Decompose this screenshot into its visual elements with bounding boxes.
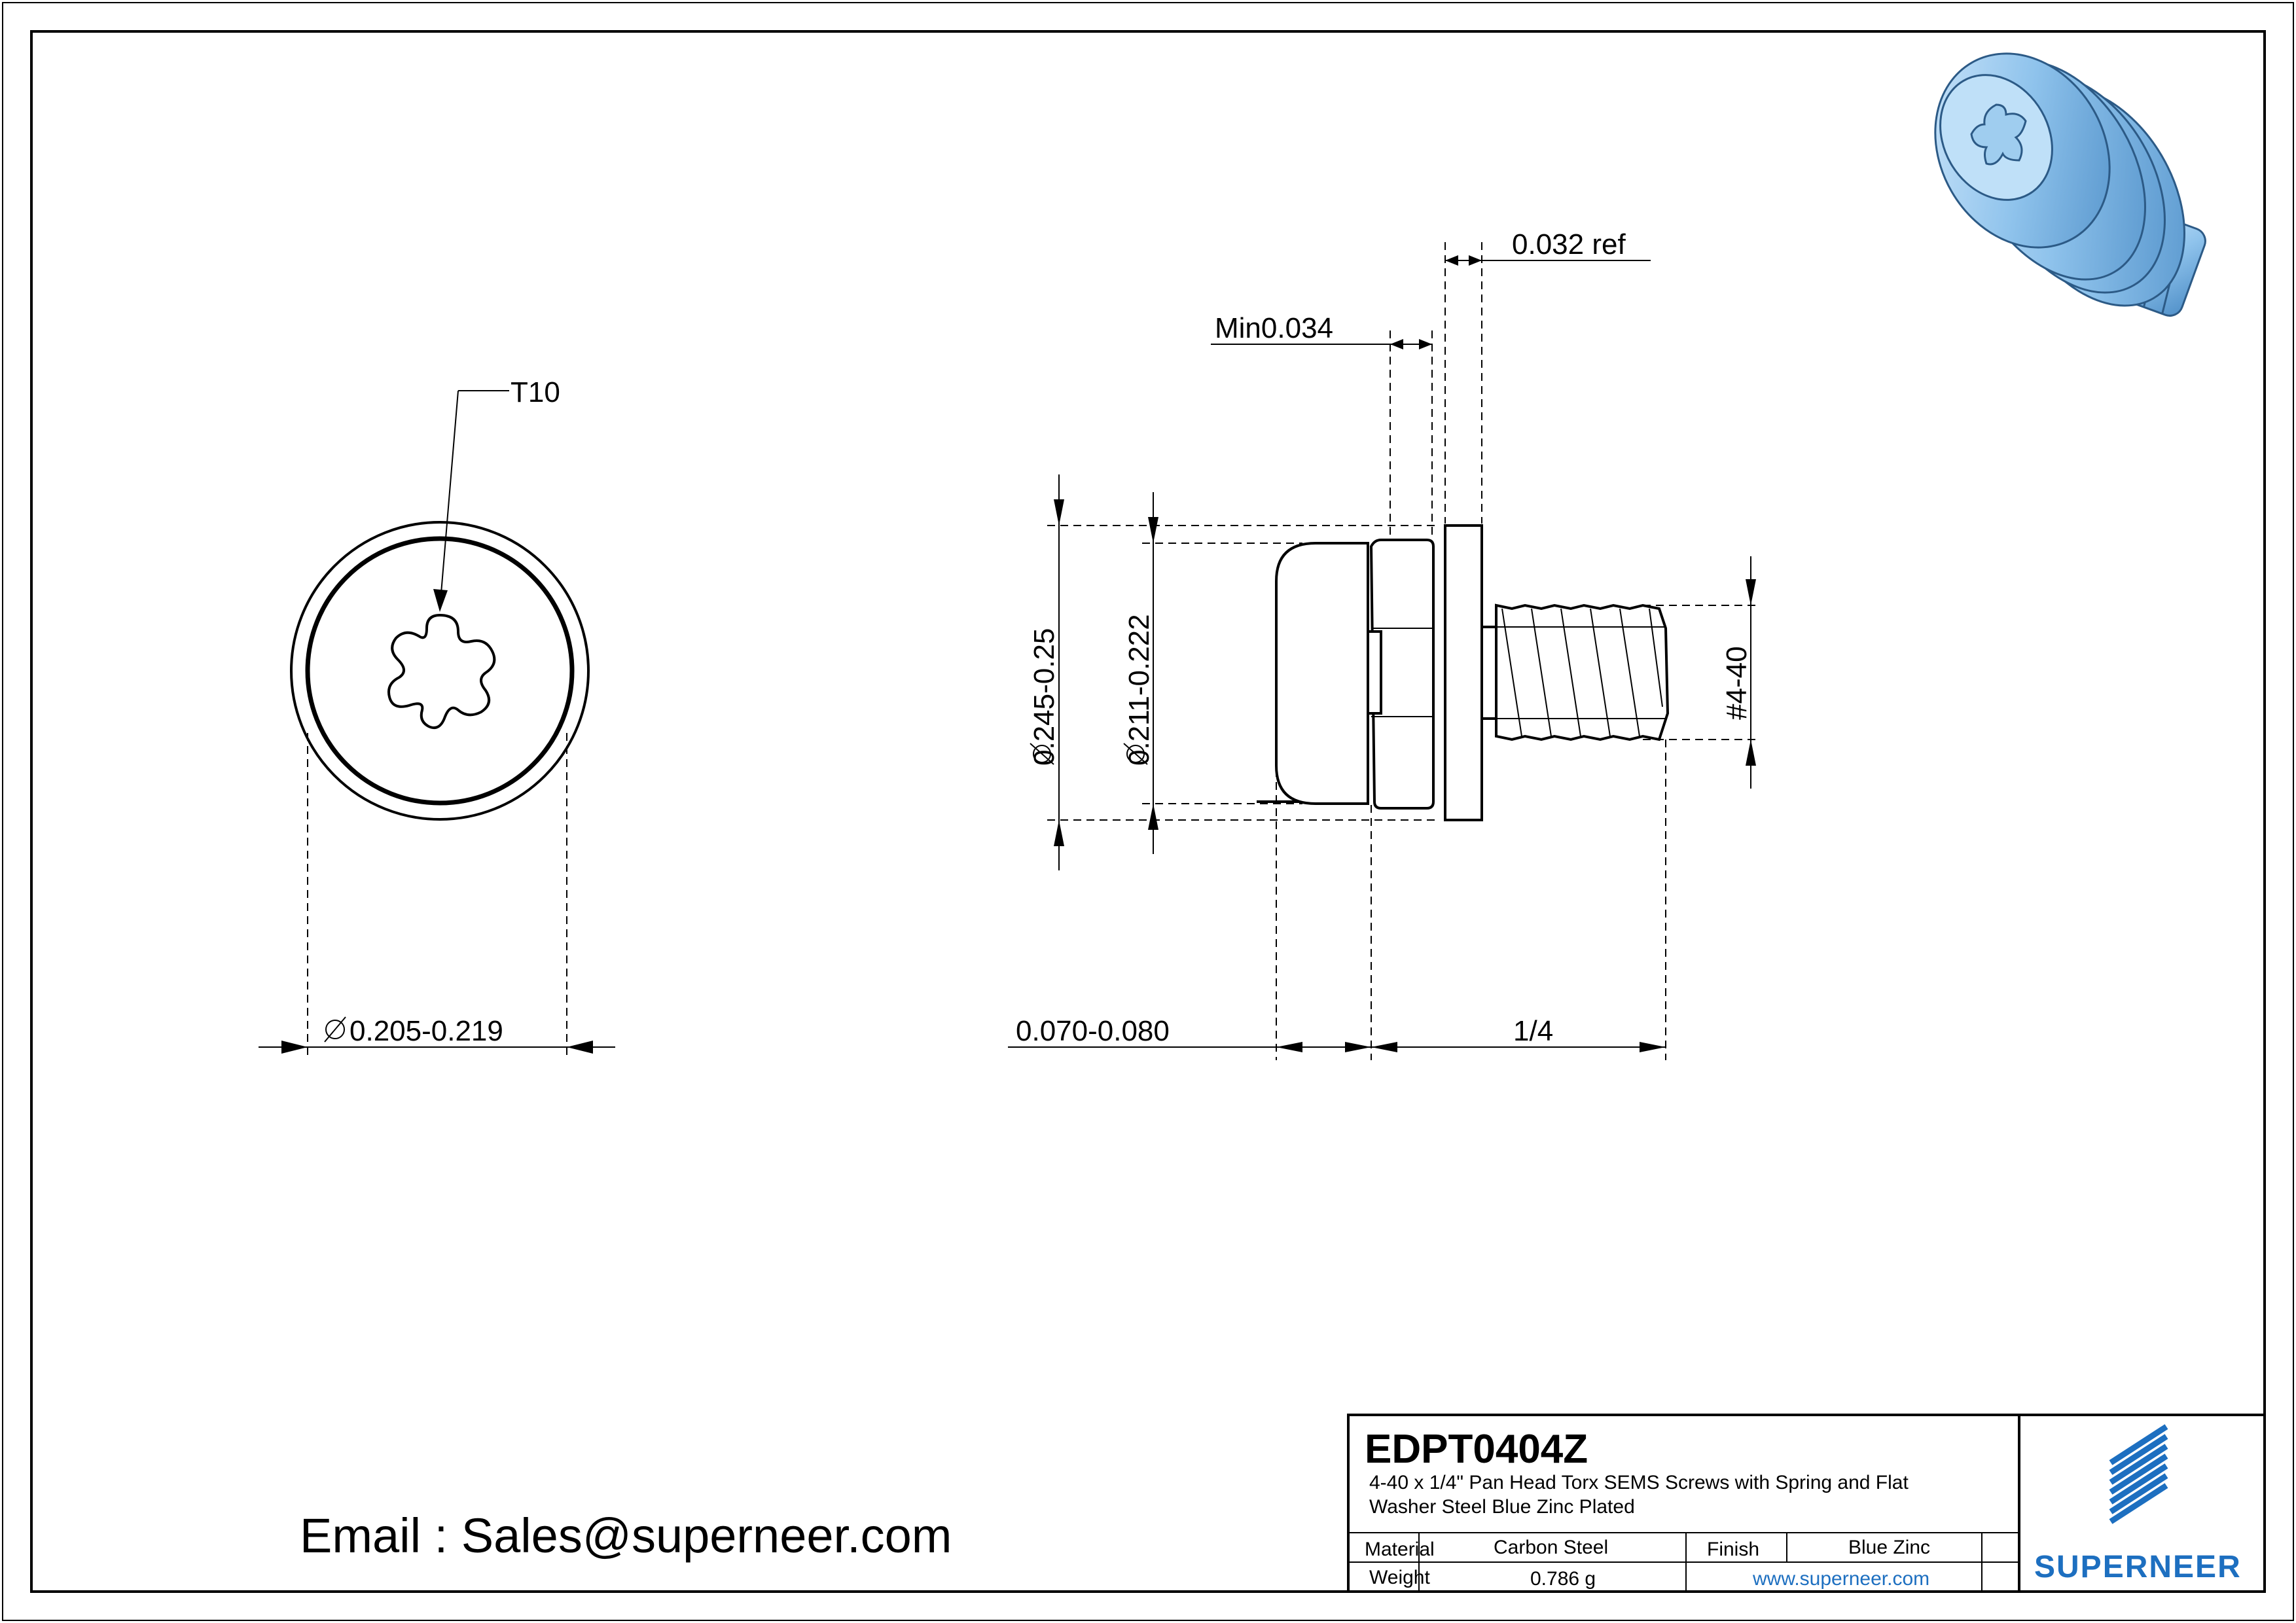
finish-label: Finish xyxy=(1707,1539,1759,1560)
material-value: Carbon Steel xyxy=(1494,1537,1608,1558)
spring-washer xyxy=(1369,539,1435,810)
head-outer-dimension xyxy=(1142,492,1302,854)
flat-washer xyxy=(1444,524,1483,821)
washer-thickness-dimension xyxy=(1444,242,1651,524)
length-label: 1/4 xyxy=(1513,1015,1553,1047)
length-dimensions xyxy=(1008,740,1666,1060)
drive-label: T10 xyxy=(511,376,560,408)
washer-thickness-label: 0.032 ref xyxy=(1512,228,1626,260)
thread xyxy=(1480,603,1670,741)
weight-value: 0.786 g xyxy=(1530,1568,1596,1590)
screw-3d-render xyxy=(1934,52,2206,317)
head-height-label: 0.070-0.080 xyxy=(1016,1015,1170,1047)
superneer-logo-icon xyxy=(2109,1424,2168,1524)
website-link[interactable]: www.superneer.com xyxy=(1752,1568,1929,1590)
spring-washer-dimension xyxy=(1211,330,1433,537)
front-view xyxy=(290,521,590,821)
head-diameter-dimension xyxy=(259,733,615,1060)
outer-diameter-symbol xyxy=(1030,743,1054,765)
part-number: EDPT0404Z xyxy=(1365,1427,1588,1472)
drawing-frame xyxy=(30,30,2266,1593)
spring-washer-label: Min0.034 xyxy=(1215,312,1333,344)
title-block xyxy=(1347,1414,2266,1593)
torx-recess xyxy=(387,613,496,730)
outer-diameter-dimension xyxy=(1047,474,1440,870)
drive-callout xyxy=(433,390,509,612)
description-line1: 4-40 x 1/4" Pan Head Torx SEMS Screws wi… xyxy=(1369,1472,1909,1493)
material-label: Material xyxy=(1365,1539,1435,1560)
outer-diameter-label: 0.245-0.25 xyxy=(1028,628,1060,766)
head-diameter-label: 0.205-0.219 xyxy=(350,1015,503,1047)
thread-dimension xyxy=(1643,556,1761,789)
brand-name: SUPERNEER xyxy=(2034,1550,2242,1584)
head-outer-label: 0.211-0.222 xyxy=(1123,614,1155,766)
weight-label: Weight xyxy=(1369,1567,1430,1588)
email-text[interactable]: Email : Sales@superneer.com xyxy=(300,1508,952,1563)
finish-value: Blue Zinc xyxy=(1848,1537,1930,1558)
thread-label: #4-40 xyxy=(1721,646,1753,720)
head-outer-symbol xyxy=(1123,743,1148,765)
description-line2: Washer Steel Blue Zinc Plated xyxy=(1369,1496,1635,1518)
side-view xyxy=(1257,524,1670,821)
